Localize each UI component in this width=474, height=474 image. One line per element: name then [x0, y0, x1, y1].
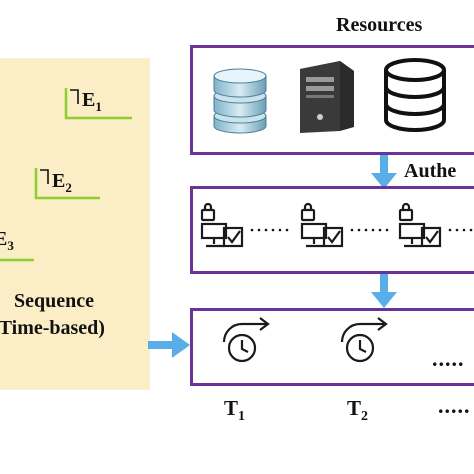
clock-forward-icon: [340, 317, 388, 363]
sequence-label-line1: Sequence: [14, 290, 94, 312]
arrow-down-1: [371, 155, 397, 189]
event-marker-e2: [34, 168, 100, 200]
time-label-ellipsis: .....: [438, 393, 471, 418]
time-label-t2: T2: [347, 396, 369, 425]
auth-title: Authe: [404, 160, 457, 182]
clock-forward-icon: [222, 317, 270, 363]
sequence-panel: [0, 58, 150, 390]
event-marker-e1: [64, 88, 132, 120]
user-lock-check-icon: [398, 202, 442, 248]
event-label-e1: E1: [82, 89, 102, 114]
resources-title: Resources: [336, 14, 423, 36]
time-label-t1: T1: [224, 396, 246, 425]
event-label-e3: E3: [0, 228, 14, 253]
server-tower-icon: [300, 61, 354, 133]
timeline-ellipsis: .....: [432, 346, 465, 371]
database-stack-icon: [384, 58, 446, 132]
arrow-right: [148, 332, 190, 358]
sequence-label: Sequence (Time-based): [0, 288, 150, 342]
timeline-box: [190, 308, 474, 386]
auth-box: [190, 186, 474, 274]
database-icon: [213, 68, 267, 134]
sequence-label-line2: (Time-based): [0, 317, 105, 339]
user-lock-check-icon: [300, 202, 344, 248]
event-label-e2: E2: [52, 170, 72, 195]
arrow-down-2: [371, 274, 397, 308]
auth-dotted-connectors: [250, 228, 473, 232]
user-lock-check-icon: [200, 202, 244, 248]
